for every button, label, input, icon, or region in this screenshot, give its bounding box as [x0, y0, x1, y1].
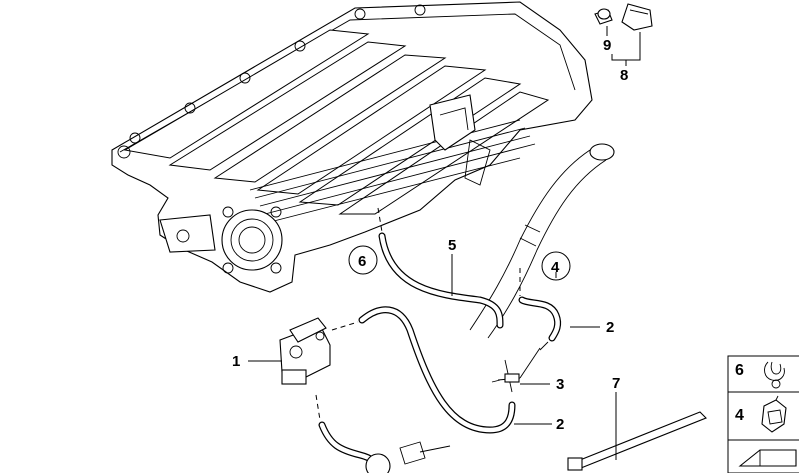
callout-labels: 1 2 2 3 5 7 8 9 6 4	[232, 37, 628, 433]
callout-1: 1	[232, 353, 240, 370]
intake-manifold	[111, 1, 593, 293]
vacuum-hose-5	[377, 207, 504, 329]
hose-clip-4-icon	[761, 395, 787, 433]
legend-label-4: 4	[735, 407, 744, 424]
callout-4-circle	[541, 251, 571, 281]
callout-5: 5	[448, 237, 456, 254]
callout-2-upper: 2	[606, 319, 614, 336]
t-connector	[491, 347, 541, 393]
callout-4: 4	[551, 259, 560, 276]
parts-legend: 6 4	[727, 355, 799, 473]
callout-3: 3	[556, 376, 564, 393]
top-right-parts	[594, 3, 653, 66]
vacuum-hose-2-upper	[518, 268, 562, 351]
pressure-converter-valve	[279, 317, 331, 421]
hose-clip-6-icon	[764, 361, 785, 389]
grommet-icon	[738, 449, 797, 467]
callout-6: 6	[358, 253, 366, 270]
callout-7: 7	[612, 375, 620, 392]
callout-8: 8	[620, 67, 628, 84]
vacuum-hose-lower	[331, 306, 516, 434]
lower-valve-assembly	[318, 421, 451, 473]
callout-9: 9	[603, 37, 611, 54]
callout-2-lower: 2	[556, 416, 564, 433]
leader-lines	[248, 254, 617, 460]
crankcase-breather-hose	[469, 143, 615, 339]
cable-tie	[567, 411, 707, 471]
legend-label-6: 6	[735, 362, 744, 379]
callout-6-circle	[348, 245, 378, 275]
